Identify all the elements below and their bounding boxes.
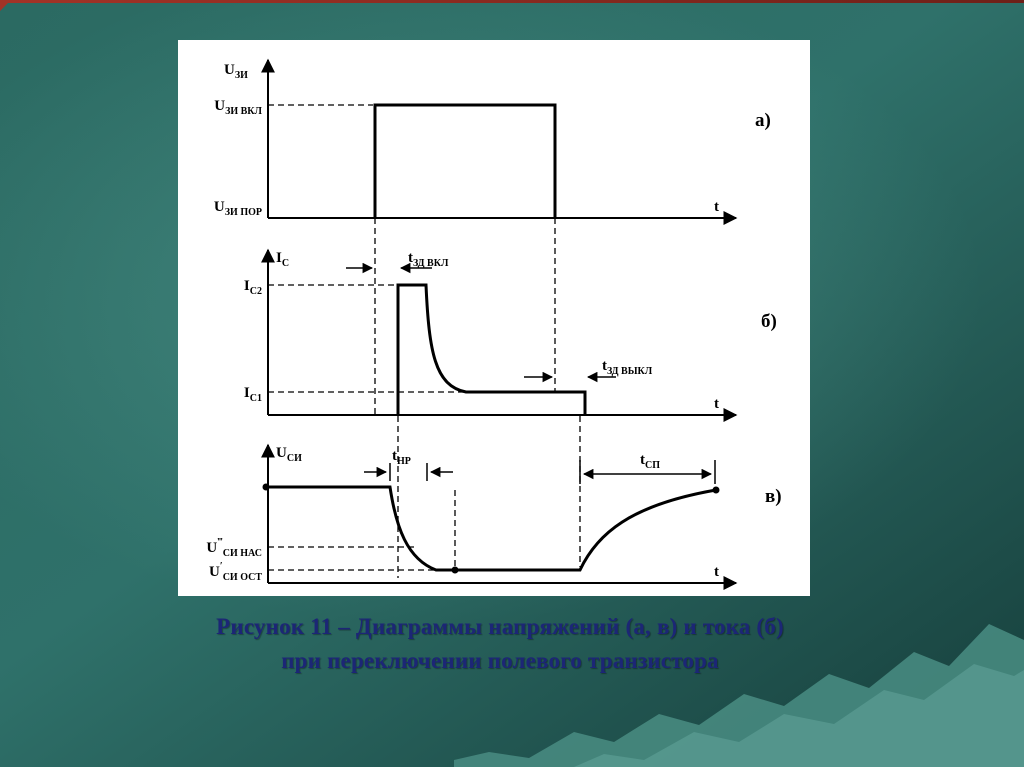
plot-v-time-label: t (714, 564, 719, 580)
diagram-panel: UЗИ t UЗИ ВКЛ UЗИ ПОР а) IC t IC2 IC1 (178, 40, 810, 596)
fall-time-label: tНР (392, 448, 411, 467)
drain-source-voltage-waveform (266, 485, 717, 572)
plot-b: IC t IC2 IC1 tЗД ВКЛ tЗД ВЫКЛ (244, 248, 777, 422)
rise-time-annotation: tСП (579, 452, 716, 484)
panel-letter-a: а) (755, 110, 771, 131)
level-label-ic2: IC2 (244, 278, 262, 297)
mountain-ridge-front (574, 664, 1024, 767)
plot-v: UСИ t U‴СИ НАС U′СИ ОСТ (206, 416, 782, 590)
fall-time-annotation: tНР (364, 448, 453, 481)
plot-b-time-label: t (714, 396, 719, 412)
plot-a: UЗИ t UЗИ ВКЛ UЗИ ПОР а) (214, 58, 771, 414)
panel-letter-v: в) (765, 486, 782, 507)
figure-caption: Рисунок 11 – Диаграммы напряжений (а, в)… (80, 610, 920, 678)
plot-v-y-axis-label: UСИ (276, 445, 302, 464)
level-label-usi-res: U′СИ ОСТ (209, 561, 262, 583)
turn-on-delay-label: tЗД ВКЛ (408, 250, 449, 269)
corner-triangle-decoration (0, 0, 11, 11)
top-accent-line (0, 0, 1024, 3)
plot-a-y-axis-label: UЗИ (224, 62, 248, 81)
gate-pulse-waveform (373, 103, 557, 217)
waveform-start-dot (262, 483, 270, 491)
figure-caption-line-1: Рисунок 11 – Диаграммы напряжений (а, в)… (216, 614, 784, 639)
mountain-decoration (454, 624, 1024, 767)
drain-current-waveform (396, 283, 587, 414)
level-label-uzi-on: UЗИ ВКЛ (214, 98, 262, 117)
plot-a-time-label: t (714, 199, 719, 215)
panel-letter-b: б) (761, 311, 777, 332)
level-label-usi-sat: U‴СИ НАС (206, 537, 262, 559)
waveform-bottom-dot (451, 566, 459, 574)
plot-b-y-axis-label: IC (276, 250, 289, 269)
turn-off-delay-annotation: tЗД ВЫКЛ (524, 358, 653, 383)
waveform-end-dot (712, 486, 720, 494)
timing-diagrams-svg: UЗИ t UЗИ ВКЛ UЗИ ПОР а) IC t IC2 IC1 (206, 58, 782, 590)
level-label-ic1: IC1 (244, 385, 262, 404)
rise-time-label: tСП (640, 452, 660, 471)
turn-on-delay-annotation: tЗД ВКЛ (346, 250, 449, 274)
figure-caption-line-2: при переключении полевого транзистора (281, 648, 719, 673)
turn-off-delay-label: tЗД ВЫКЛ (602, 358, 653, 377)
level-label-uzi-threshold: UЗИ ПОР (214, 199, 262, 218)
